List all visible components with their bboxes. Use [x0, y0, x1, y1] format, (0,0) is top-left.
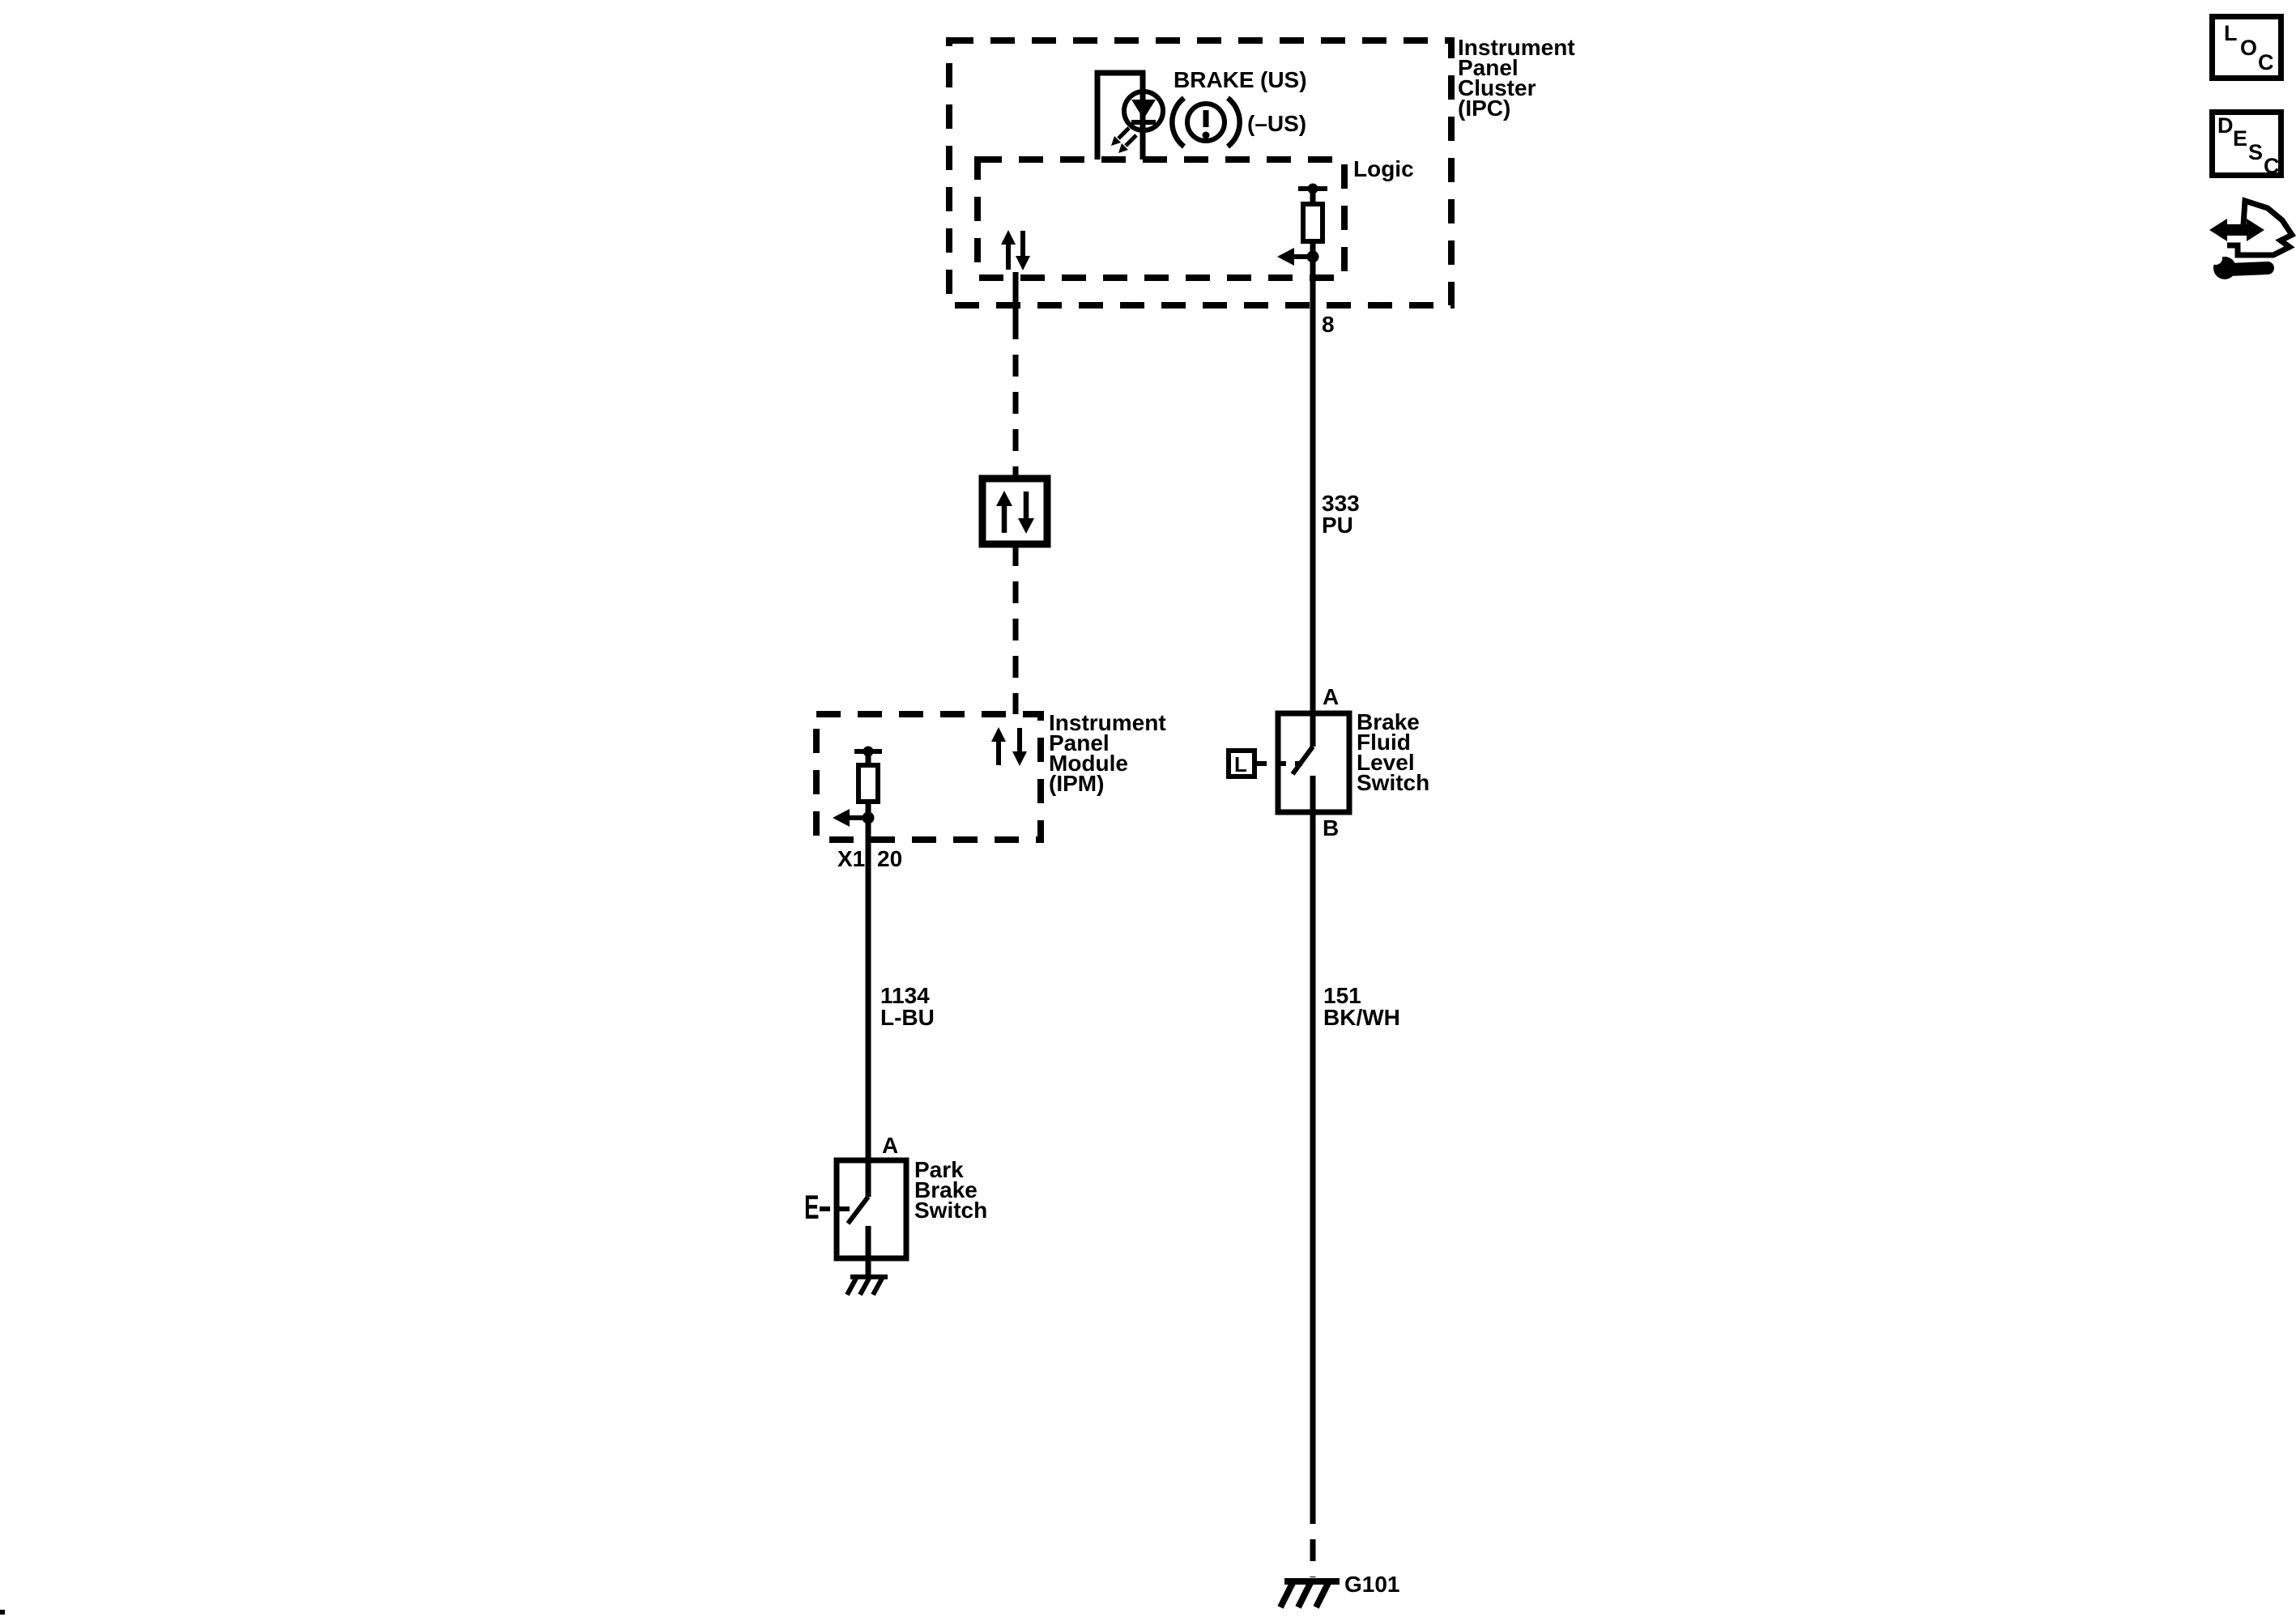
wire-151-label: 151 BK/WH: [1323, 983, 1400, 1030]
desc-letter: S: [2248, 140, 2264, 164]
brake-lamp-icon: [1094, 70, 1165, 160]
ipc-pullup-resistor: [1277, 183, 1327, 266]
bfls-name-line: Level: [1357, 750, 1415, 775]
pbs-name-line: Switch: [914, 1198, 988, 1223]
desc-letter: C: [2264, 154, 2280, 178]
wire-circuit-number: 151: [1323, 983, 1361, 1008]
ipc-name-line: Instrument: [1458, 35, 1575, 60]
bfls-pin-a-label: A: [1323, 684, 1340, 709]
wire-333-label: 333 PU: [1322, 491, 1360, 538]
ipm-connector-label: X1: [837, 846, 866, 871]
ipm-name-line: (IPM): [1049, 771, 1105, 796]
ipm-outline: [813, 711, 1044, 843]
loc-letter: L: [2224, 21, 2238, 45]
wire-circuit-number: 333: [1322, 491, 1360, 516]
wire-color-code: L-BU: [880, 1005, 935, 1030]
ground-g101-icon: [1277, 1578, 1340, 1609]
desc-button[interactable]: D E S C: [2209, 109, 2284, 178]
desc-letter: E: [2233, 126, 2248, 151]
ipm-name-line: Module: [1049, 751, 1128, 776]
wire-color-code: PU: [1322, 513, 1353, 538]
loc-letter: C: [2258, 50, 2274, 74]
logic-serial-data-arrows-icon: [1001, 230, 1030, 270]
desc-letter: D: [2217, 113, 2234, 138]
bfls-name-line: Fluid: [1357, 730, 1411, 755]
repair-instructions-icon[interactable]: [2209, 197, 2296, 279]
pbs-actuator-letter: E: [804, 1188, 820, 1226]
page-corner-mark: [0, 1610, 5, 1615]
pbs-name-line: Park: [914, 1157, 964, 1182]
brake-lamp-market-label: (US): [1260, 67, 1307, 92]
bfls-name-label: Brake Fluid Level Switch: [1357, 709, 1430, 795]
loc-button[interactable]: L O C: [2209, 14, 2284, 81]
double-arrow-icon: [2209, 219, 2264, 241]
ipc-name-line: Panel: [1458, 55, 1519, 80]
ipm-pullup-resistor: [833, 746, 882, 827]
ipm-name-label: Instrument Panel Module (IPM): [1049, 710, 1166, 796]
loc-letter: O: [2240, 36, 2258, 60]
wire-color-code: BK/WH: [1323, 1005, 1400, 1030]
bfls-pin-b-label: B: [1323, 815, 1340, 840]
ipm-name-line: Panel: [1049, 730, 1110, 755]
brake-warning-icon: [1169, 96, 1242, 149]
ipc-name-line: Cluster: [1458, 75, 1536, 100]
brake-lamp-label: BRAKE: [1174, 67, 1254, 92]
ground-g101-label: G101: [1344, 1572, 1400, 1597]
ipc-outline: [946, 37, 1455, 309]
wire-1134-label: 1134 L-BU: [880, 983, 935, 1030]
park-brake-ground-icon: [845, 1274, 888, 1296]
wire-circuit-number: 1134: [880, 983, 930, 1008]
bfls-name-line: Brake: [1357, 709, 1420, 734]
ipm-name-line: Instrument: [1049, 710, 1166, 735]
pbs-name-label: Park Brake Switch: [914, 1157, 988, 1223]
ipc-name-line: (IPC): [1458, 96, 1511, 121]
ipc-pin-label: 8: [1322, 312, 1335, 337]
pbs-name-line: Brake: [914, 1177, 978, 1202]
ipm-pin-label: 20: [877, 846, 903, 871]
inline-connector-symbol: [978, 474, 1051, 548]
bfls-level-sensor-letter: L: [1234, 752, 1247, 777]
ipc-name-label: Instrument Panel Cluster (IPC): [1458, 35, 1575, 121]
warning-lamp-market-label: (–US): [1247, 111, 1307, 136]
park-brake-switch-symbol: [820, 1157, 909, 1275]
bfls-name-line: Switch: [1357, 770, 1430, 795]
ipm-serial-data-arrows-icon: [991, 727, 1027, 766]
pbs-pin-a-label: A: [882, 1133, 899, 1158]
logic-label: Logic: [1353, 156, 1414, 181]
